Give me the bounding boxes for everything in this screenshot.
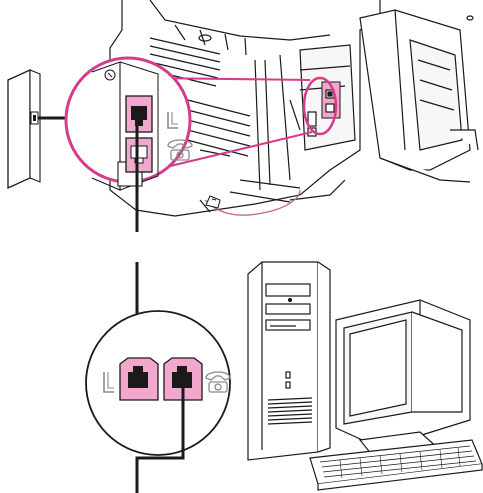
phone-cord-modem-to-phone	[135, 380, 185, 493]
line-l-icon	[167, 112, 178, 129]
line-l-icon	[103, 372, 114, 393]
zoom-callout-link-lines	[149, 76, 338, 169]
wall-phone-jack-icon	[7, 68, 41, 190]
telephone-handset-icon	[167, 139, 193, 161]
keyboard-icon	[309, 439, 483, 491]
monitor-icon	[335, 299, 471, 461]
mfp-printer-fax-icon	[109, 0, 381, 217]
printer-open-cover	[359, 9, 479, 183]
modem-line-port	[119, 357, 159, 401]
fax-line-port	[125, 95, 153, 133]
telephone-handset-icon	[205, 371, 231, 393]
zoom-callout-printer-fax-ports	[64, 56, 193, 191]
zoom-callout-computer-modem-ports	[85, 310, 231, 456]
desktop-computer-icon	[247, 261, 331, 461]
fax-phone-port	[125, 137, 153, 173]
modem-phone-port	[163, 357, 203, 401]
phone-cord-icon	[204, 189, 301, 216]
